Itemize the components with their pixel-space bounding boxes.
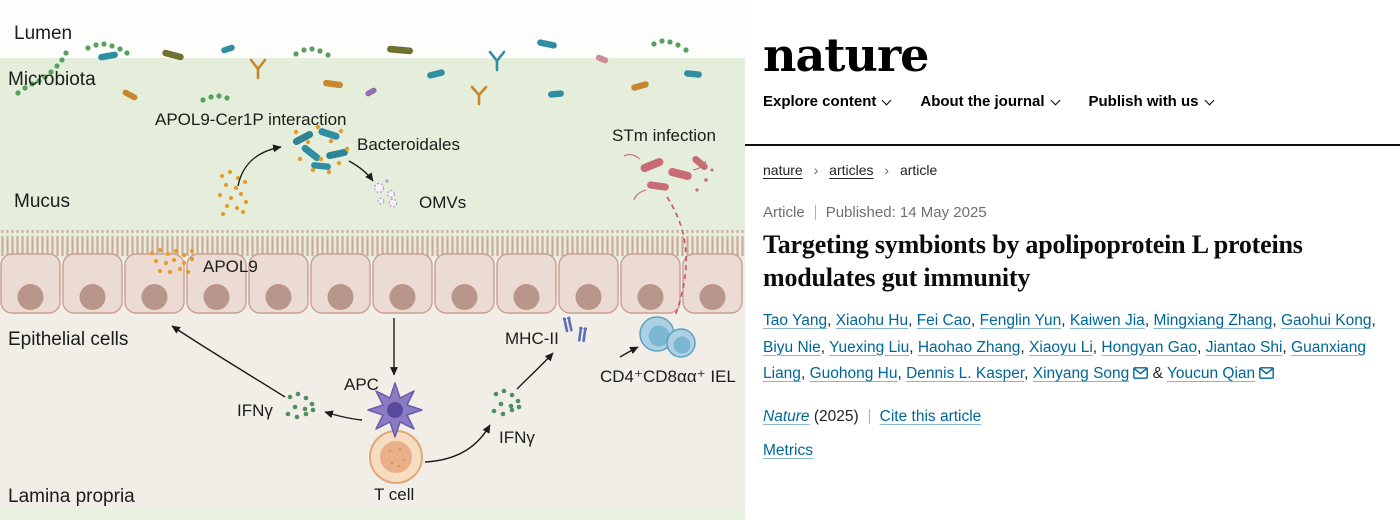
published-date: Published: 14 May 2025 [825, 204, 987, 221]
author-link[interactable]: Jiantao Shi [1205, 338, 1283, 356]
article-page: nature Explore content About the journal… [745, 0, 1400, 520]
author-link[interactable]: Guohong Hu [809, 365, 898, 383]
breadcrumb-current: article [899, 162, 938, 178]
chevron-down-icon [1050, 95, 1060, 106]
mhc2-icons [562, 316, 587, 343]
label-cd4-iel: CD4⁺CD8αα⁺ IEL [600, 367, 736, 386]
author-link[interactable]: Biyu Nie [763, 338, 821, 356]
figure-background [0, 58, 745, 520]
author-link[interactable]: Tao Yang [763, 312, 828, 329]
author-link[interactable]: Yuexing Liu [829, 338, 910, 356]
nav-explore-content[interactable]: Explore content [763, 92, 892, 110]
label-apol9: APOL9 [203, 257, 258, 276]
cite-this-article-link[interactable]: Cite this article [879, 407, 982, 425]
label-mucus: Mucus [14, 191, 70, 212]
label-omvs: OMVs [419, 193, 466, 212]
apol9-dots-mucus [217, 169, 249, 217]
ifng-dots-left [285, 391, 316, 420]
author-list: Tao Yang, Xiaohu Hu, Fei Cao, Fenglin Yu… [763, 312, 1376, 383]
nav-about-the-journal[interactable]: About the journal [920, 92, 1060, 110]
label-apc: APC [344, 375, 379, 394]
nav-about-the-journal-label: About the journal [920, 92, 1045, 110]
divider [814, 205, 816, 220]
branched-bacterium-icon [488, 50, 506, 72]
author-link[interactable]: Fei Cao [916, 312, 971, 329]
gut-immunity-figure: Lumen Microbiota Mucus Epithelial cells … [0, 23, 745, 520]
chevron-right-icon: › [813, 162, 819, 178]
apol9-dots-epithelium [149, 247, 195, 275]
label-bacteroidales: Bacteroidales [357, 135, 460, 154]
nav-explore-content-label: Explore content [763, 92, 877, 110]
nav-publish-with-us-label: Publish with us [1088, 92, 1199, 110]
apc-cell [367, 382, 423, 438]
figure-arrows [171, 144, 639, 463]
label-ifng-right: IFNγ [499, 428, 535, 447]
stm-invasion-path [666, 196, 687, 317]
envelope-icon[interactable] [1259, 365, 1275, 382]
t-cell [369, 430, 423, 484]
label-t-cell: T cell [374, 485, 414, 504]
omv-icons [373, 179, 398, 208]
label-apol9-cer1p: APOL9-Cer1P interaction [155, 110, 347, 129]
article-title: Targeting symbionts by apolipoprotein L … [763, 230, 1303, 292]
nav-publish-with-us[interactable]: Publish with us [1088, 92, 1214, 110]
author-link[interactable]: Dennis L. Kasper [906, 365, 1025, 383]
chevron-down-icon [1204, 95, 1214, 106]
breadcrumb: nature › articles › article [763, 162, 1382, 178]
breadcrumb-link-nature[interactable]: nature [763, 162, 803, 178]
journal-link[interactable]: Nature [763, 407, 810, 425]
author-link[interactable]: Youcun Qian [1166, 365, 1256, 383]
chevron-down-icon [881, 95, 892, 106]
author-link[interactable]: Mingxiang Zhang [1153, 312, 1273, 329]
journal-line: Nature (2025) Cite this article [763, 408, 1382, 426]
nature-logo[interactable]: nature [763, 28, 929, 82]
author-separator: & [1148, 365, 1167, 383]
microbiota-icons [15, 38, 702, 106]
journal-year: (2025) [813, 407, 859, 425]
breadcrumb-link-articles[interactable]: articles [829, 162, 874, 178]
branched-bacterium-icon [470, 85, 488, 106]
author-link[interactable]: Xinyang Song [1032, 365, 1130, 383]
divider [868, 408, 870, 424]
envelope-icon[interactable] [1133, 365, 1149, 382]
label-ifng-left: IFNγ [237, 401, 273, 420]
site-nav: Explore content About the journal Publis… [763, 93, 1382, 110]
figure-panel: Lumen Microbiota Mucus Epithelial cells … [0, 23, 745, 520]
article-meta: Article Published: 14 May 2025 [763, 204, 1382, 221]
label-microbiota: Microbiota [8, 69, 96, 90]
metrics-link[interactable]: Metrics [763, 441, 813, 459]
branched-bacterium-icon [249, 58, 267, 80]
author-link[interactable]: Guanxiang Liang [763, 338, 1367, 383]
figure-labels: Lumen Microbiota Mucus Epithelial cells … [8, 23, 736, 507]
label-epithelial-cells: Epithelial cells [8, 329, 128, 350]
author-link[interactable]: Haohao Zhang [917, 338, 1021, 356]
label-stm-infection: STm infection [612, 126, 716, 145]
author-link[interactable]: Xiaoyu Li [1029, 338, 1093, 356]
ifng-dots-right [491, 388, 522, 417]
label-lamina-propria: Lamina propria [8, 486, 135, 507]
bacteria-chain [15, 38, 689, 103]
label-lumen: Lumen [14, 23, 72, 44]
author-link[interactable]: Fenglin Yun [979, 312, 1062, 329]
article-content: nature › articles › article Article Publi… [745, 146, 1400, 460]
article-type: Article [763, 204, 805, 221]
brush-border [0, 230, 745, 256]
author-link[interactable]: Xiaohu Hu [835, 312, 909, 329]
author-link[interactable]: Hongyan Gao [1101, 338, 1198, 356]
bacteroidales-cluster [292, 124, 350, 175]
chevron-right-icon: › [884, 162, 890, 178]
stm-bacteria [623, 153, 714, 201]
author-link[interactable]: Gaohui Kong [1280, 312, 1372, 329]
label-mhc2: MHC-II [505, 329, 559, 348]
iel-cells [639, 316, 696, 358]
author-link[interactable]: Kaiwen Jia [1069, 312, 1145, 329]
masthead: nature Explore content About the journal… [745, 0, 1400, 146]
